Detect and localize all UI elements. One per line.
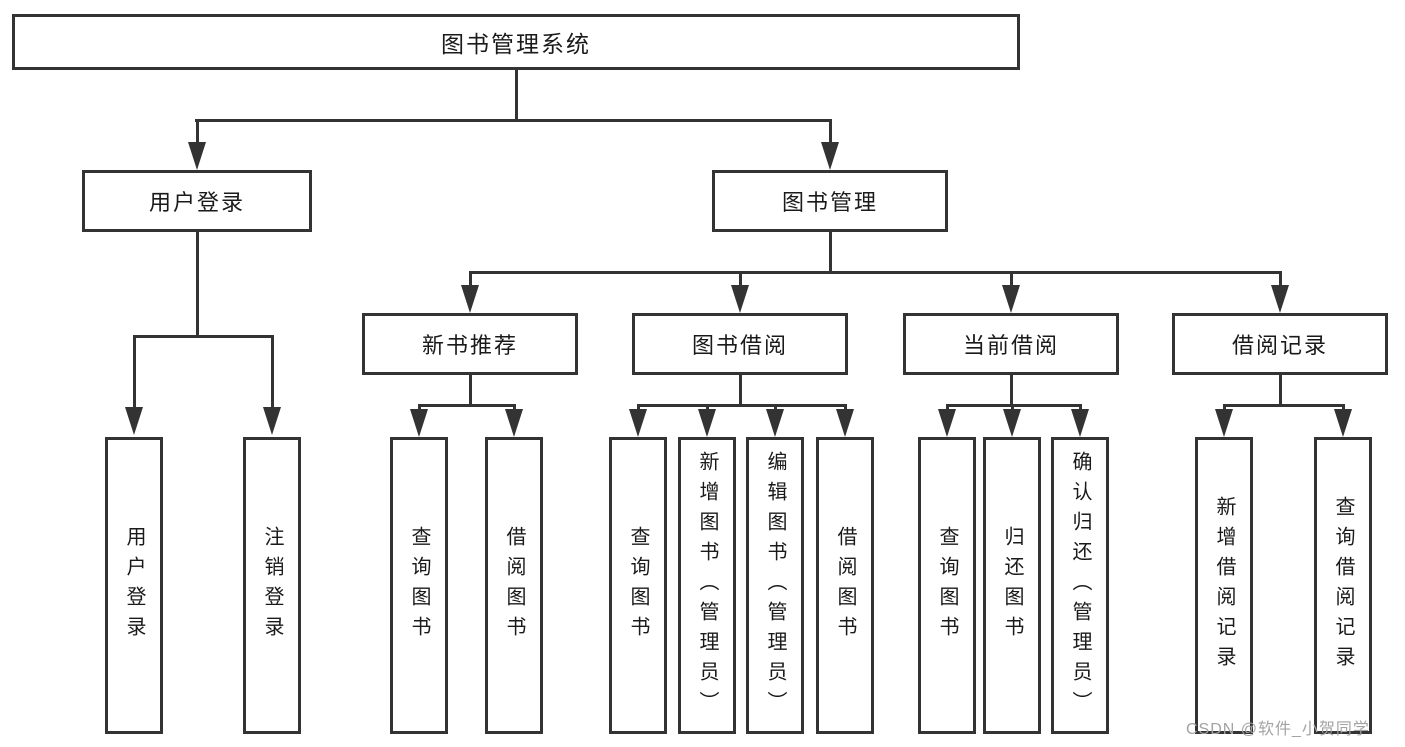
node-label: 归还图书 <box>1001 525 1023 646</box>
connector-line <box>195 119 832 122</box>
node-label: 查询图书 <box>408 525 430 646</box>
node-book-management: 图书管理 <box>712 170 948 232</box>
connector-line <box>774 404 777 412</box>
connector-line <box>844 404 847 412</box>
node-label: 注销登录 <box>261 525 283 646</box>
connector-line <box>418 404 516 407</box>
arrow-down-icon <box>188 142 206 170</box>
leaf-borrow-books: 借阅图书 <box>816 437 874 734</box>
connector-line <box>1342 404 1345 412</box>
arrow-down-icon <box>1003 409 1021 437</box>
connector-line <box>739 271 742 287</box>
leaf-query-borrow-record: 查询借阅记录 <box>1314 437 1372 734</box>
connector-line <box>1223 404 1226 412</box>
connector-line <box>637 404 847 407</box>
leaf-query-books-borrow: 查询图书 <box>609 437 667 734</box>
leaf-borrow-books-recommend: 借阅图书 <box>485 437 543 734</box>
node-new-book-recommend: 新书推荐 <box>362 313 578 375</box>
connector-line <box>133 335 136 409</box>
node-current-borrow: 当前借阅 <box>903 313 1119 375</box>
node-label: 借阅图书 <box>834 525 856 646</box>
connector-line <box>1010 271 1013 287</box>
connector-line <box>946 404 949 412</box>
connector-line <box>469 373 472 407</box>
node-label: 新增借阅记录 <box>1213 495 1235 676</box>
arrow-down-icon <box>410 409 428 437</box>
connector-line <box>271 335 274 409</box>
leaf-edit-book-admin: 编辑图书（管理员） <box>746 437 804 734</box>
connector-line <box>637 404 640 412</box>
node-label: 编辑图书（管理员） <box>764 450 786 721</box>
node-label: 查询图书 <box>627 525 649 646</box>
arrow-down-icon <box>1002 285 1020 313</box>
arrow-down-icon <box>1334 409 1352 437</box>
leaf-logout: 注销登录 <box>243 437 301 734</box>
node-label: 借阅图书 <box>503 525 525 646</box>
leaf-add-book-admin: 新增图书（管理员） <box>678 437 736 734</box>
arrow-down-icon <box>461 285 479 313</box>
connector-line <box>418 404 421 412</box>
arrow-down-icon <box>629 409 647 437</box>
node-label: 确认归还（管理员） <box>1069 450 1091 721</box>
connector-line <box>1223 404 1345 407</box>
node-label: 新增图书（管理员） <box>696 450 718 721</box>
connector-line <box>1079 404 1082 412</box>
arrow-down-icon <box>698 409 716 437</box>
leaf-confirm-return-admin: 确认归还（管理员） <box>1051 437 1109 734</box>
connector-line <box>1010 373 1013 407</box>
node-book-borrow: 图书借阅 <box>632 313 848 375</box>
arrow-down-icon <box>1071 409 1089 437</box>
node-library-system: 图书管理系统 <box>12 14 1020 70</box>
arrow-down-icon <box>938 409 956 437</box>
connector-line <box>946 404 1082 407</box>
connector-line <box>706 404 709 412</box>
arrow-down-icon <box>766 409 784 437</box>
connector-line <box>196 119 199 145</box>
connector-line <box>1279 373 1282 407</box>
connector-line <box>515 70 518 120</box>
leaf-query-books-current: 查询图书 <box>918 437 976 734</box>
arrow-down-icon <box>836 409 854 437</box>
leaf-user-login: 用户登录 <box>105 437 163 734</box>
leaf-query-books-recommend: 查询图书 <box>390 437 448 734</box>
connector-line <box>196 230 199 337</box>
connector-line <box>829 230 832 273</box>
connector-line <box>133 335 274 338</box>
leaf-return-books: 归还图书 <box>983 437 1041 734</box>
connector-line <box>469 271 1282 274</box>
arrow-down-icon <box>1271 285 1289 313</box>
node-label: 查询借阅记录 <box>1332 495 1354 676</box>
connector-line <box>739 373 742 407</box>
arrow-down-icon <box>505 409 523 437</box>
node-label: 查询图书 <box>936 525 958 646</box>
csdn-watermark: CSDN @软件_小贺同学 <box>1186 721 1370 738</box>
arrow-down-icon <box>125 407 143 435</box>
arrow-down-icon <box>263 407 281 435</box>
connector-line <box>829 119 832 145</box>
arrow-down-icon <box>1215 409 1233 437</box>
connector-line <box>1011 404 1014 412</box>
connector-line <box>513 404 516 412</box>
connector-line <box>1279 271 1282 287</box>
leaf-add-borrow-record: 新增借阅记录 <box>1195 437 1253 734</box>
arrow-down-icon <box>731 285 749 313</box>
connector-line <box>469 271 472 287</box>
node-label: 用户登录 <box>123 525 145 646</box>
node-borrow-records: 借阅记录 <box>1172 313 1388 375</box>
arrow-down-icon <box>821 142 839 170</box>
node-user-login: 用户登录 <box>82 170 312 232</box>
